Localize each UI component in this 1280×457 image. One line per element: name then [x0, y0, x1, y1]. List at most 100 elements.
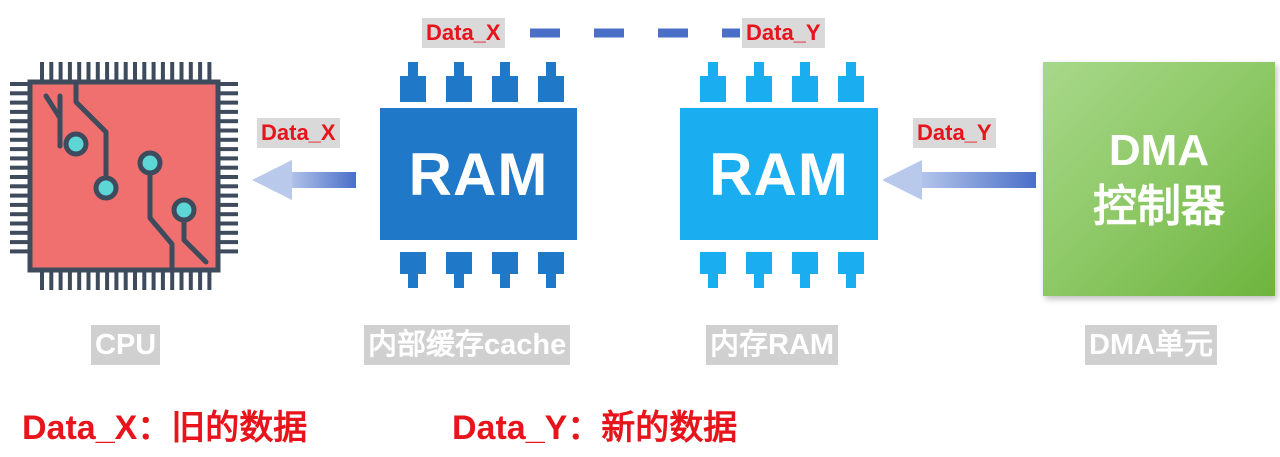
- cpu-pin: [207, 62, 212, 82]
- cpu-pin: [40, 270, 44, 290]
- cpu-pin: [218, 109, 238, 114]
- cpu-pin: [218, 128, 238, 133]
- ram-pin: [754, 274, 764, 288]
- ram-memory-body: [680, 108, 878, 240]
- cpu-pin: [10, 147, 30, 152]
- ram-pin: [446, 76, 472, 102]
- cpu-pin: [86, 270, 91, 290]
- cpu-pin: [10, 109, 30, 114]
- tag-data-x-top: Data_X: [422, 18, 505, 48]
- ram-pin: [446, 252, 472, 274]
- ram-pin: [492, 252, 518, 274]
- ram-pin: [800, 274, 810, 288]
- cpu-pin: [142, 62, 147, 82]
- dma-controller-box: DMA 控制器: [1043, 62, 1275, 296]
- cpu-pin: [170, 270, 175, 290]
- ram-pin: [708, 62, 718, 76]
- ram-pin: [500, 274, 510, 288]
- cpu-chip-icon: [10, 62, 238, 290]
- cpu-pin: [10, 128, 30, 133]
- ram-pin: [746, 76, 772, 102]
- cpu-pin: [67, 62, 72, 82]
- ram-pin: [792, 76, 818, 102]
- cpu-pin: [218, 184, 238, 189]
- cpu-pin: [10, 137, 30, 142]
- cpu-pin: [105, 62, 110, 82]
- cpu-pin: [10, 221, 30, 226]
- cpu-pin: [10, 184, 30, 189]
- cpu-pin: [10, 100, 30, 105]
- cpu-pin: [198, 62, 203, 82]
- cpu-pin: [77, 62, 82, 82]
- ram-pin: [700, 76, 726, 102]
- cpu-pin: [10, 230, 30, 235]
- cpu-pin: [218, 212, 238, 217]
- caption-cache: 内部缓存cache: [364, 325, 571, 365]
- cpu-pin: [218, 147, 238, 152]
- cpu-pin: [10, 165, 30, 170]
- cpu-trace-nodes: [63, 131, 197, 223]
- cpu-pin: [160, 270, 165, 290]
- ram-pin: [492, 76, 518, 102]
- ram-cache-label: RAM: [408, 141, 549, 208]
- tag-data-y-top: Data_Y: [742, 18, 825, 48]
- ram-pin: [746, 252, 772, 274]
- cpu-pin: [10, 82, 30, 86]
- ram-pin: [454, 62, 464, 76]
- cpu-pin: [10, 193, 30, 198]
- cpu-pin: [10, 249, 30, 254]
- cpu-pin: [10, 212, 30, 217]
- cpu-pin: [151, 270, 156, 290]
- ram-cache-chip-icon: [380, 62, 577, 288]
- cpu-pin: [10, 175, 30, 179]
- arrow-to-cpu: [252, 160, 356, 200]
- cpu-pin: [10, 91, 30, 96]
- cpu-pin: [10, 240, 30, 245]
- dma-subtitle: 控制器: [1093, 182, 1225, 231]
- cpu-pin: [218, 193, 238, 198]
- ram-pin: [408, 62, 418, 76]
- ram-pin: [546, 274, 556, 288]
- cpu-pin: [218, 230, 238, 235]
- ram-pin: [546, 62, 556, 76]
- ram-pin: [408, 274, 418, 288]
- cpu-pin: [170, 62, 175, 82]
- cpu-pin: [86, 62, 91, 82]
- ram-pin: [500, 62, 510, 76]
- cpu-pin: [207, 270, 212, 290]
- cpu-pin: [114, 62, 119, 82]
- ram-memory-chip-icon: [680, 62, 878, 288]
- caption-memory: 内存RAM: [706, 325, 839, 365]
- caption-cpu: CPU: [91, 325, 161, 365]
- cpu-pin: [160, 62, 165, 82]
- cpu-pin: [179, 62, 184, 82]
- cpu-pin: [218, 82, 238, 86]
- cpu-pin: [10, 119, 30, 124]
- cpu-pin: [218, 91, 238, 96]
- cpu-pin: [188, 62, 193, 82]
- cpu-pin: [10, 156, 30, 161]
- tag-data-x-cpu-arrow: Data_X: [257, 118, 340, 148]
- cpu-pin: [151, 62, 156, 82]
- cpu-pin: [77, 270, 82, 290]
- cpu-pin: [218, 137, 238, 142]
- cpu-traces: [43, 79, 209, 273]
- cpu-pin: [105, 270, 110, 290]
- ram-pin: [838, 76, 864, 102]
- cpu-pin: [95, 62, 100, 82]
- cpu-pin: [95, 270, 100, 290]
- ram-pin: [700, 252, 726, 274]
- ram-pin: [400, 252, 426, 274]
- cpu-pin: [58, 270, 63, 290]
- dma-title: DMA: [1108, 126, 1210, 175]
- cpu-pin: [10, 202, 30, 207]
- ram-pin: [538, 76, 564, 102]
- ram-cache-body: [380, 108, 577, 240]
- legend-old-data: Data_X：旧的数据: [22, 409, 308, 447]
- cpu-pin: [40, 62, 44, 82]
- cpu-pin: [142, 270, 147, 290]
- cpu-pin: [114, 270, 119, 290]
- ram-pin: [800, 62, 810, 76]
- cpu-pin: [123, 270, 128, 290]
